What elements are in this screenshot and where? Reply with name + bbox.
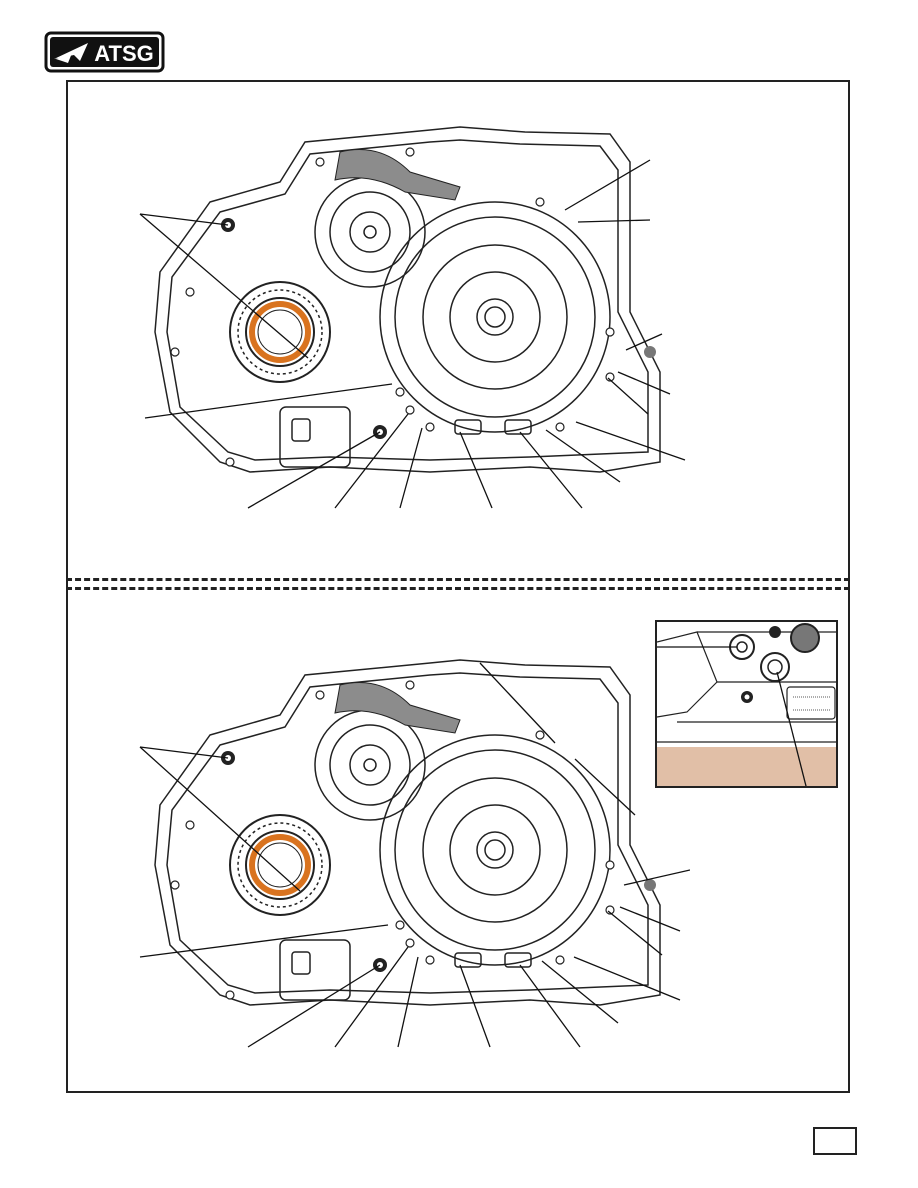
transmission-case-top <box>130 122 690 542</box>
detail-inset <box>655 620 838 788</box>
section-divider-2 <box>66 587 850 590</box>
figure-frame <box>66 80 850 1093</box>
logo-text: ATSG <box>94 41 153 66</box>
section-divider-1 <box>66 578 850 581</box>
atsg-logo: ATSG <box>44 31 165 73</box>
page-number-box <box>813 1127 857 1155</box>
transmission-case-bottom <box>130 655 690 1075</box>
plane-icon <box>54 43 88 63</box>
